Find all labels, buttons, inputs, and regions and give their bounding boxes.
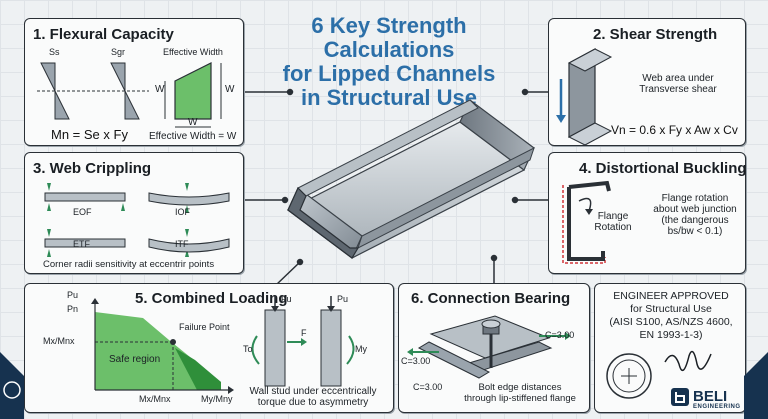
effective-width-label: Effective Width (163, 47, 223, 57)
my-mny-label: My/Mny (201, 394, 233, 404)
bearing-note: Bolt edge distances through lip-stiffene… (464, 382, 576, 404)
w-bottom-label: W (188, 117, 198, 128)
panel-distortional-buckling: 4. Distortional Buckling Flange Rotation… (548, 152, 747, 274)
combined-heading: 5. Combined Loading (135, 290, 288, 307)
brand-name: BELI (693, 388, 728, 405)
w-left-label: W (155, 84, 165, 95)
crippling-note: Corner radii sensitivity at eccentrir po… (43, 259, 215, 270)
panel-web-crippling: 3. Web Crippling EOF IOF ETF ITF Corner … (24, 152, 244, 274)
c-label-left: C=3.00 (401, 356, 431, 366)
panel-engineer-approved: ENGINEER APPROVED for Structural Use (AI… (594, 283, 746, 413)
panel-shear-strength: 2. Shear Strength Web area under Transve… (548, 18, 746, 146)
flange-rotation-label: Flange Rotation (594, 211, 632, 233)
panel-combined-loading: 5. Combined Loading Pu Pn Mx/Mnx Failure… (24, 283, 394, 413)
interaction-diagram (91, 296, 355, 394)
to-label: To (243, 344, 253, 354)
c-label-bottom: C=3.00 (413, 382, 443, 392)
stress-diagram (37, 62, 222, 128)
shear-equation: Vn = 0.6 x Fy x Aw x Cv (611, 123, 738, 137)
distortional-heading: 4. Distortional Buckling (579, 160, 747, 177)
safe-region-label: Safe region (109, 354, 161, 365)
f-label: F (301, 328, 307, 338)
distortional-section (562, 180, 611, 264)
effective-width-equation: Effective Width = W (149, 131, 237, 142)
etf-label: ETF (73, 239, 90, 249)
ss-label: Ss (49, 47, 60, 57)
bearing-heading: 6. Connection Bearing (411, 290, 571, 307)
approval-text: ENGINEER APPROVED for Structural Use (AI… (609, 290, 733, 341)
distortional-description: Flange rotation about web junction (the … (653, 193, 737, 237)
crippling-heading: 3. Web Crippling (33, 160, 152, 177)
engineering-stamp (606, 353, 652, 399)
mx-mnx-axis-label: Mx/Mnx (43, 336, 75, 346)
panel-flexural-capacity: 1. Flexural Capacity Ss Sgr Effective Wi… (24, 18, 244, 146)
sgr-label: Sgr (111, 47, 126, 57)
brand-logo-icon (671, 388, 689, 406)
mx-mnx-bottom-label: Mx/Mnx (139, 394, 171, 404)
c-label-right: C=3.00 (545, 330, 575, 340)
failure-point-label: Failure Point (179, 322, 230, 332)
flexural-heading: 1. Flexural Capacity (33, 26, 174, 43)
pu-label: Pu (67, 290, 79, 300)
crippling-diagrams (44, 183, 230, 257)
bearing-connection-illustration (407, 315, 571, 379)
flexural-equation: Mn = Se x Fy (51, 127, 128, 142)
my-label: My (355, 344, 367, 354)
fu-label: Fu (281, 294, 292, 304)
shear-channel-icon (556, 47, 613, 146)
pn-label: Pn (67, 304, 79, 314)
page-title: 6 Key Strength Calculations for Lipped C… (282, 13, 496, 110)
w-right-label: W (225, 84, 235, 95)
shear-description: Web area under Transverse shear (639, 73, 717, 95)
itf-label: ITF (175, 239, 189, 249)
pu2-label: Pu (337, 294, 349, 304)
brand-subtitle: ENGINEERING (693, 404, 741, 410)
combined-note: Wall stud under eccentrically torque due… (249, 386, 377, 408)
iof-label: IOF (175, 207, 190, 217)
eof-label: EOF (73, 207, 92, 217)
panel-connection-bearing: 6. Connection Bearing C=3.00 C=3.00 C=3.… (398, 283, 590, 413)
shear-heading: 2. Shear Strength (593, 26, 718, 43)
signature (664, 350, 712, 372)
